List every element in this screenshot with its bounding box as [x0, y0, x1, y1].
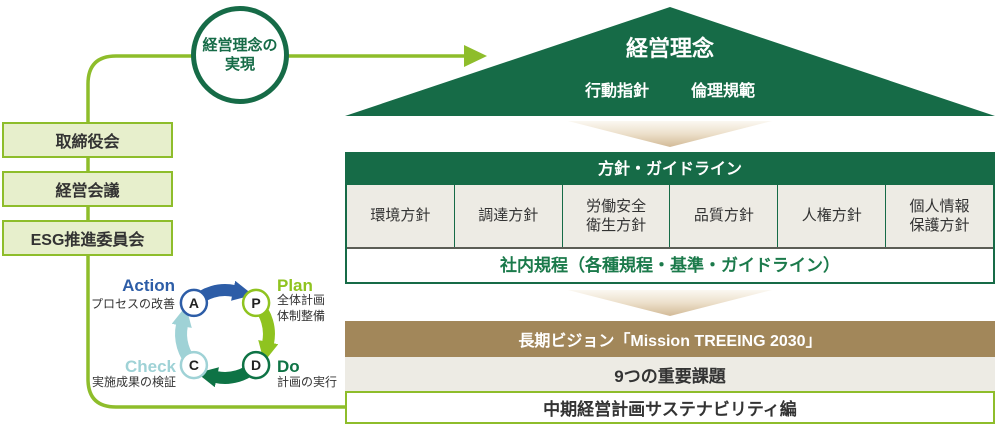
pyramid-item-ethics: 倫理規範: [691, 83, 756, 100]
policy-cell-privacy: 個人情報 保護方針: [885, 185, 993, 247]
policy-cell-quality: 品質方針: [669, 185, 777, 247]
policy-cell-human-rights: 人権方針: [777, 185, 885, 247]
goal-circle: 経営理念の 実現: [191, 6, 289, 104]
pdca-letter-do: D: [251, 357, 261, 373]
pdca-label-check: Check: [124, 357, 176, 376]
policy-cell-procurement: 調達方針: [453, 185, 562, 247]
policy-table-row: 環境方針 調達方針 労働安全 衛生方針 品質方針 人権方針 個人情報 保護方針: [347, 185, 993, 247]
pdca-desc-do: 計画の実行: [277, 375, 338, 389]
pdca-desc-check: 実施成果の検証: [91, 375, 176, 389]
key-issues-bar: 9つの重要課題: [345, 357, 995, 391]
pyramid-title: 経営理念: [625, 36, 714, 61]
pdca-letter-action: A: [189, 295, 199, 311]
long-term-vision-bar: 長期ビジョン「Mission TREEING 2030」: [345, 321, 995, 357]
pdca-desc-action: プロセスの改善: [90, 297, 175, 311]
internal-rules-footer: 社内規程（各種規程・基準・ガイドライン）: [347, 247, 993, 282]
policy-table: 方針・ガイドライン 環境方針 調達方針 労働安全 衛生方針 品質方針 人権方針 …: [345, 152, 995, 284]
mid-term-plan-bar: 中期経営計画サステナビリティ編: [345, 391, 995, 424]
down-chevron-icon: [568, 290, 772, 316]
pyramid-item-conduct: 行動指針: [584, 83, 649, 100]
down-chevron-icon: [568, 121, 772, 147]
pdca-letter-plan: P: [251, 295, 260, 311]
governance-box-board: 取締役会: [2, 122, 173, 158]
pdca-letter-check: C: [189, 357, 199, 373]
goal-circle-label: 経営理念の 実現: [202, 36, 278, 74]
policy-table-header: 方針・ガイドライン: [347, 154, 993, 185]
pyramid-subtitle-row: 行動指針 倫理規範: [345, 77, 995, 101]
pdca-label-action: Action: [122, 276, 175, 295]
governance-box-management: 経営会議: [2, 171, 173, 207]
policy-cell-safety: 労働安全 衛生方針: [561, 185, 670, 247]
pdca-desc-plan: 全体計画 体制整備: [277, 293, 326, 323]
governance-box-esg: ESG推進委員会: [2, 220, 173, 256]
pdca-label-do: Do: [277, 357, 300, 376]
policy-cell-environment: 環境方針: [370, 207, 431, 225]
